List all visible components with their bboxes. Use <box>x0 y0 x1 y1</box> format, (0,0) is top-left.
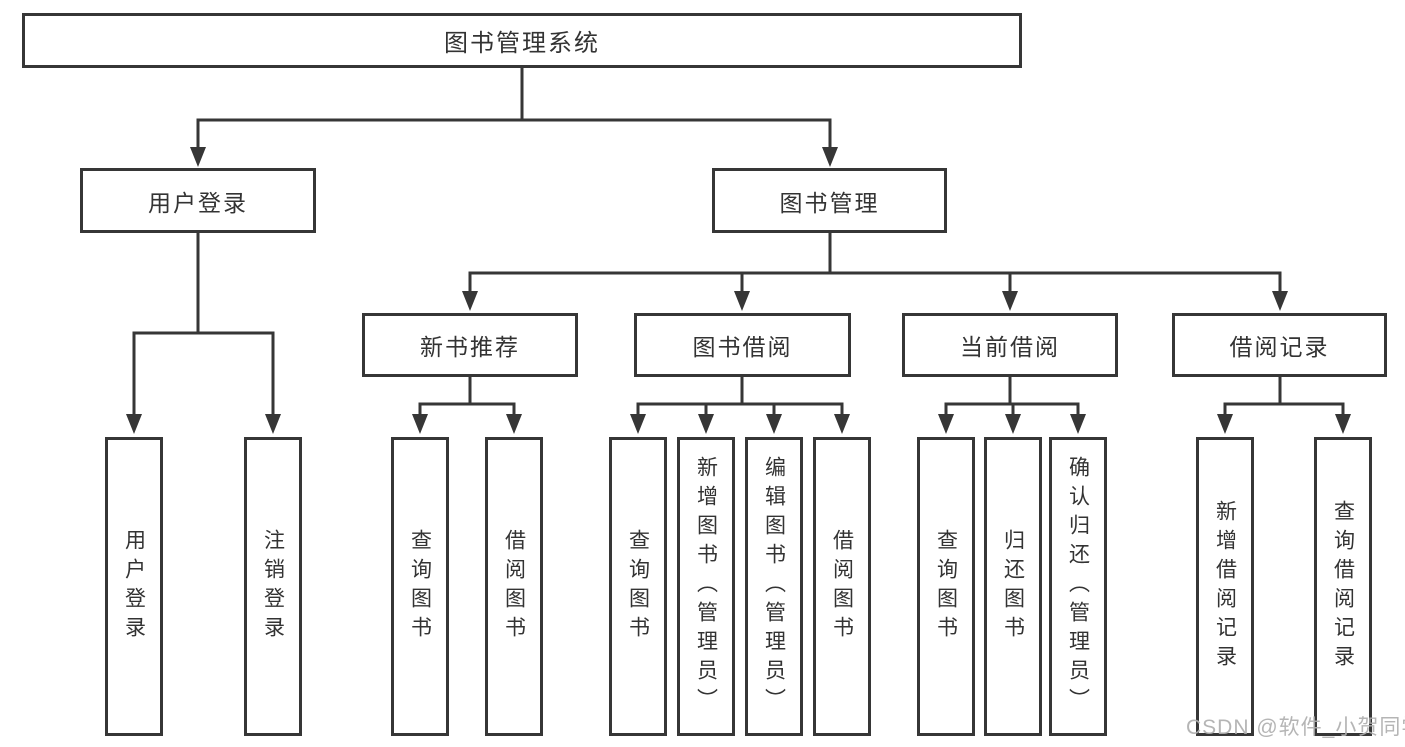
node-new-book-recommend: 新书推荐 <box>362 313 578 377</box>
node-add-books-admin-label: 新增图书（管理员） <box>694 456 718 717</box>
node-root: 图书管理系统 <box>22 13 1022 68</box>
node-edit-books-admin-label: 编辑图书（管理员） <box>762 456 786 717</box>
node-borrow-books-recommend-label: 借阅图书 <box>502 528 526 645</box>
node-confirm-return-admin: 确认归还（管理员） <box>1049 437 1107 736</box>
node-book-borrowing-label: 图书借阅 <box>692 334 793 360</box>
node-query-borrow-record-label: 查询借阅记录 <box>1331 499 1355 674</box>
node-borrowing-records-label: 借阅记录 <box>1229 334 1330 360</box>
node-current-borrowing: 当前借阅 <box>902 313 1118 377</box>
node-query-books-borrowing-label: 查询图书 <box>626 528 650 645</box>
node-edit-books-admin: 编辑图书（管理员） <box>745 437 803 736</box>
node-confirm-return-admin-label: 确认归还（管理员） <box>1066 456 1090 717</box>
node-logout: 注销登录 <box>244 437 302 736</box>
node-book-management-label: 图书管理 <box>779 189 880 216</box>
node-add-borrow-record: 新增借阅记录 <box>1196 437 1254 736</box>
node-root-label: 图书管理系统 <box>444 30 600 57</box>
watermark: CSDN @软件_小贺同学 <box>1186 716 1405 739</box>
node-book-borrowing: 图书借阅 <box>634 313 851 377</box>
node-user-login-leaf-label: 用户登录 <box>122 528 146 645</box>
node-logout-label: 注销登录 <box>261 528 285 645</box>
node-query-books-borrowing: 查询图书 <box>609 437 667 736</box>
node-current-borrowing-label: 当前借阅 <box>960 334 1060 360</box>
node-add-borrow-record-label: 新增借阅记录 <box>1213 499 1237 674</box>
node-query-borrow-record: 查询借阅记录 <box>1314 437 1372 736</box>
node-borrow-books-borrowing-label: 借阅图书 <box>830 528 854 645</box>
node-borrow-books-borrowing: 借阅图书 <box>813 437 871 736</box>
node-return-books: 归还图书 <box>984 437 1042 736</box>
node-query-books-current-label: 查询图书 <box>934 528 958 645</box>
node-user-login-leaf: 用户登录 <box>105 437 163 736</box>
node-query-books-recommend: 查询图书 <box>391 437 449 736</box>
node-query-books-recommend-label: 查询图书 <box>408 528 432 645</box>
node-book-management: 图书管理 <box>712 168 947 233</box>
node-user-login: 用户登录 <box>80 168 316 233</box>
node-new-book-recommend-label: 新书推荐 <box>420 334 520 360</box>
node-add-books-admin: 新增图书（管理员） <box>677 437 735 736</box>
node-borrow-books-recommend: 借阅图书 <box>485 437 543 736</box>
node-query-books-current: 查询图书 <box>917 437 975 736</box>
node-user-login-label: 用户登录 <box>148 189 248 216</box>
node-return-books-label: 归还图书 <box>1001 528 1025 645</box>
node-borrowing-records: 借阅记录 <box>1172 313 1387 377</box>
